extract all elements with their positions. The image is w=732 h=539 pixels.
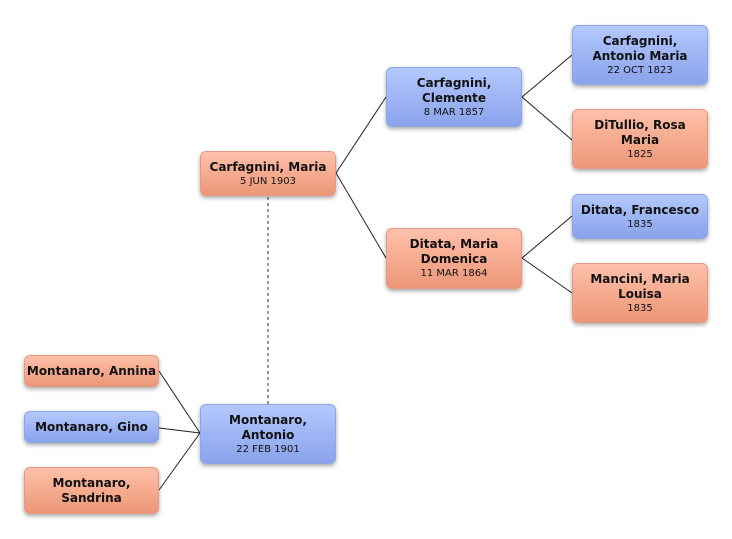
person-date: 1835 <box>627 302 653 314</box>
person-card-carfagnini-clemente[interactable]: Carfagnini, Clemente 8 MAR 1857 <box>386 67 522 127</box>
person-name: Ditata, Francesco <box>580 202 700 217</box>
person-date: 22 FEB 1901 <box>236 443 300 455</box>
person-date: 8 MAR 1857 <box>423 106 485 118</box>
connector-antonio-sandrina <box>158 432 201 491</box>
person-name: DiTullio, Rosa Maria <box>594 117 686 147</box>
person-name: Montanaro, Gino <box>35 419 148 434</box>
person-date: 1825 <box>627 148 653 160</box>
person-name: Carfagnini, Clemente <box>416 75 492 105</box>
person-date: 5 JUN 1903 <box>240 175 296 187</box>
person-card-montanaro-sandrina[interactable]: Montanaro, Sandrina <box>24 467 159 514</box>
person-name: Carfagnini, Antonio Maria <box>592 33 688 63</box>
connector-maria-domenica <box>335 172 387 259</box>
person-card-carfagnini-antonio-maria[interactable]: Carfagnini, Antonio Maria 22 OCT 1823 <box>572 25 708 85</box>
person-name: Montanaro, Sandrina <box>52 475 131 505</box>
person-name: Mancini, Maria Louisa <box>590 271 690 301</box>
person-name: Montanaro, Annina <box>26 363 157 378</box>
person-card-montanaro-gino[interactable]: Montanaro, Gino <box>24 411 159 443</box>
person-date: 1835 <box>627 218 653 230</box>
person-card-ditata-francesco[interactable]: Ditata, Francesco 1835 <box>572 194 708 239</box>
connector-maria-clemente <box>335 96 387 174</box>
person-card-mancini-maria-louisa[interactable]: Mancini, Maria Louisa 1835 <box>572 263 708 323</box>
connector-clemente-rosa <box>521 96 573 141</box>
connector-domenica-louisa <box>521 257 573 294</box>
connector-clemente-antonio-maria <box>521 54 573 98</box>
person-date: 11 MAR 1864 <box>420 268 488 279</box>
person-name: Ditata, Maria Domenica <box>409 237 499 266</box>
person-card-montanaro-antonio[interactable]: Montanaro, Antonio 22 FEB 1901 <box>200 404 336 464</box>
connector-antonio-gino <box>158 427 201 434</box>
person-name: Carfagnini, Maria <box>209 159 327 174</box>
person-card-carfagnini-maria[interactable]: Carfagnini, Maria 5 JUN 1903 <box>200 151 336 196</box>
person-date: 22 OCT 1823 <box>607 64 673 76</box>
connector-antonio-annina <box>158 370 201 434</box>
person-name: Montanaro, Antonio <box>229 412 307 442</box>
person-card-montanaro-annina[interactable]: Montanaro, Annina <box>24 355 159 387</box>
connector-domenica-francesco <box>521 215 573 259</box>
person-card-ditullio-rosa-maria[interactable]: DiTullio, Rosa Maria 1825 <box>572 109 708 169</box>
person-card-ditata-maria-domenica[interactable]: Ditata, Maria Domenica 11 MAR 1864 <box>386 228 522 289</box>
